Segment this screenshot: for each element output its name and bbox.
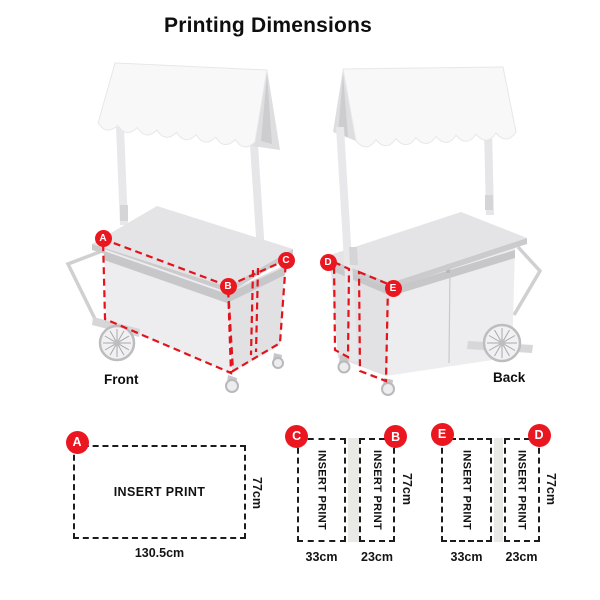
print-area-divider: [249, 269, 255, 356]
badge-d: D: [527, 423, 551, 447]
print-area-divider: [254, 267, 260, 353]
wheel-icon: [482, 323, 522, 363]
counter-shadow-side: [227, 267, 285, 303]
print-area-diagram-e: INSERT PRINT: [441, 438, 492, 542]
cart-handle: [65, 249, 103, 322]
badge-b-letter: B: [391, 429, 401, 444]
insert-print-label: INSERT PRINT: [460, 450, 473, 530]
canopy-gable-notch: [261, 74, 272, 144]
badge-b: B: [384, 425, 408, 449]
back-cart-graphic: [324, 66, 543, 396]
print-area-outline-a: [101, 237, 233, 375]
badge-c: C: [285, 424, 309, 448]
badge-a-letter: A: [72, 435, 82, 449]
front-cart-view: A B C Front: [60, 55, 305, 400]
countertop: [92, 206, 293, 293]
cart-body-front-panel: [104, 249, 231, 373]
width-label-e: 33cm: [450, 550, 483, 564]
badge-c: C: [277, 251, 295, 269]
print-area-diagram-a: INSERT PRINT: [73, 445, 246, 539]
width-label-b: 23cm: [361, 550, 393, 564]
door-split-line: [448, 266, 451, 364]
badge-b-letter: B: [224, 280, 232, 292]
back-cart-view: D E Back: [300, 55, 545, 400]
support-pole-left: [336, 127, 358, 361]
canopy: [333, 66, 517, 148]
badge-b: B: [219, 277, 237, 295]
height-label-a: 77cm: [250, 477, 264, 509]
badge-a: A: [65, 430, 89, 454]
insert-print-label: INSERT PRINT: [371, 450, 383, 530]
print-area-diagram-d: INSERT PRINT: [503, 438, 540, 542]
countertop: [324, 212, 527, 289]
print-area-outline-d: [332, 260, 351, 359]
front-label: Front: [104, 372, 139, 387]
width-label-d: 23cm: [505, 550, 538, 564]
panel-divider: [493, 438, 503, 542]
badge-d: D: [319, 253, 337, 271]
badge-c-letter: C: [292, 429, 302, 443]
badge-d-letter: D: [534, 428, 544, 442]
badge-e: E: [430, 422, 454, 446]
insert-print-label: INSERT PRINT: [315, 450, 328, 530]
page-title: Printing Dimensions: [164, 14, 372, 37]
support-pole-right: [484, 130, 494, 215]
canopy-gable-notch: [338, 74, 348, 137]
canopy: [97, 62, 280, 150]
print-area-diagram-c: INSERT PRINT: [297, 438, 346, 542]
insert-print-label: INSERT PRINT: [515, 450, 528, 530]
badge-c-letter: C: [282, 254, 290, 266]
insert-print-label: INSERT PRINT: [113, 485, 206, 499]
support-pole-left: [116, 127, 128, 225]
badge-a-letter: A: [99, 232, 107, 244]
width-label-a: 130.5cm: [134, 546, 185, 560]
front-cart-graphic: [65, 62, 293, 393]
panel-divider: [347, 438, 359, 542]
wheel-icon: [98, 324, 136, 362]
badge-d-letter: D: [324, 256, 332, 268]
badge-a: A: [94, 229, 112, 247]
counter-shadow-front: [104, 251, 227, 303]
back-label: Back: [493, 370, 526, 385]
caster-icon: [225, 353, 284, 393]
height-label-d: 77cm: [544, 473, 558, 505]
cart-handle: [512, 245, 543, 316]
print-area-diagram-b: INSERT PRINT: [359, 438, 395, 542]
badge-e-letter: E: [389, 282, 397, 294]
badge-e-letter: E: [437, 427, 447, 442]
print-area-outline-e: [357, 270, 390, 383]
width-label-c: 33cm: [305, 550, 338, 564]
badge-e: E: [384, 279, 402, 297]
height-label-b: 77cm: [400, 473, 414, 505]
caster-icon: [337, 355, 395, 396]
